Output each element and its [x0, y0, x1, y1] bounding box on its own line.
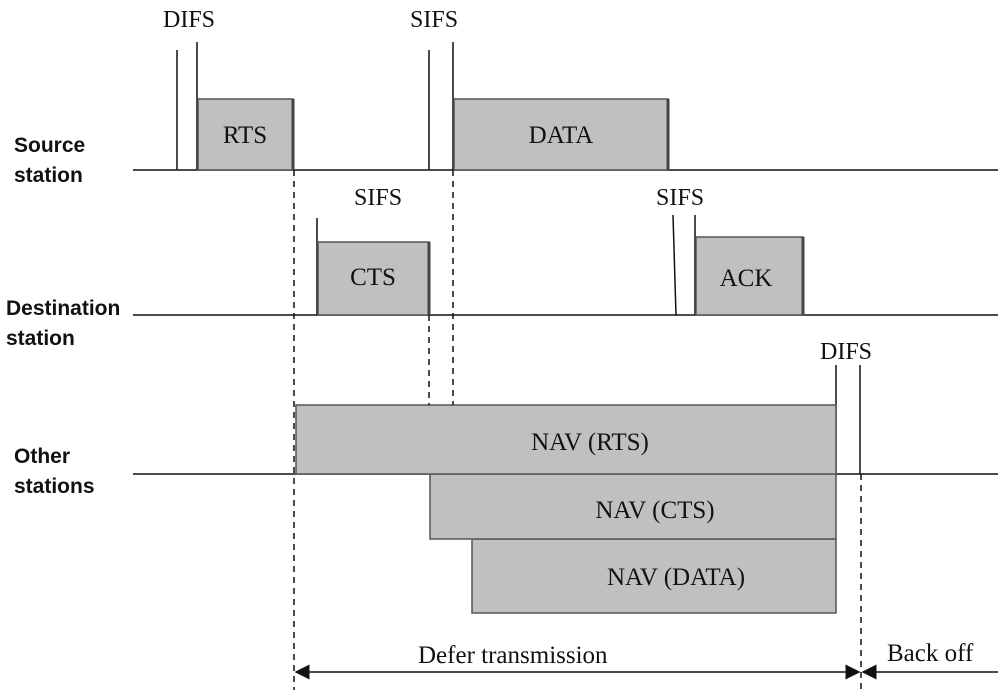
sifs-label-1: SIFS — [410, 7, 458, 33]
other-stations-label: Other stations — [14, 445, 95, 498]
nav-cts-label: NAV (CTS) — [595, 497, 714, 524]
nav-rts-bar — [295, 404, 837, 475]
nav-rts-label: NAV (RTS) — [531, 429, 649, 456]
sifs-label-3: SIFS — [656, 185, 704, 211]
data-frame — [453, 98, 669, 171]
rts-frame — [197, 98, 294, 171]
sifs-label-2: SIFS — [354, 185, 402, 211]
sifs-3-tick-start — [672, 214, 677, 316]
nav-data-bar — [471, 538, 837, 614]
back-off-label: Back off — [887, 640, 974, 667]
difs-label-1: DIFS — [163, 7, 215, 33]
cts-label: CTS — [350, 264, 396, 291]
source-station-label: Source station — [14, 134, 91, 187]
rts-label: RTS — [223, 122, 267, 149]
destination-station-label: Destination station — [6, 297, 126, 350]
difs-label-2: DIFS — [820, 339, 872, 365]
ack-label: ACK — [720, 265, 773, 292]
ack-frame — [695, 236, 804, 316]
defer-transmission-label: Defer transmission — [418, 642, 608, 669]
data-label: DATA — [529, 122, 594, 149]
nav-data-label: NAV (DATA) — [607, 564, 745, 591]
